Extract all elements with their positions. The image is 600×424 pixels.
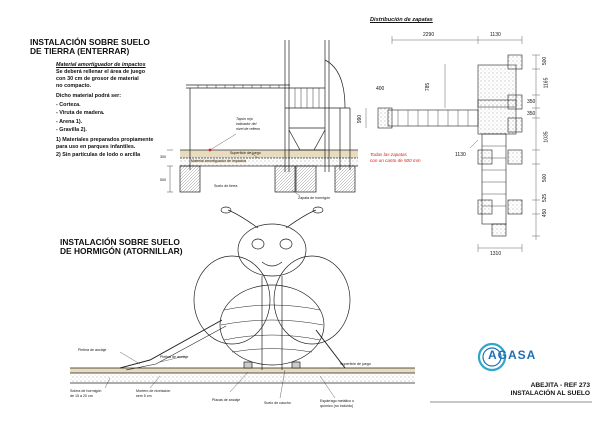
soil-title-line1: INSTALACIÓN SOBRE SUELO <box>30 37 150 47</box>
material-line-6: - Arena 1). <box>56 119 83 125</box>
label-zapata-hormigon: Zapata de hormigón <box>298 196 331 200</box>
dim-r350a: 350 <box>527 99 536 105</box>
footnote-2: 2) Sin partículas de lodo o arcilla <box>56 152 141 158</box>
footer-line1: ABEJITA - REF 273 <box>530 382 590 389</box>
dim-785: 785 <box>425 82 432 92</box>
label-tapon-1: Tapón rojo <box>236 117 253 121</box>
concrete-title-line1: INSTALACIÓN SOBRE SUELO <box>60 237 180 247</box>
material-line-4: - Corteza. <box>56 102 81 108</box>
label-pletina-1: Pletina de anclaje <box>78 348 107 352</box>
label-superficie-juego-2: Superficie de juego <box>340 362 371 366</box>
material-line-3: Dicho material podrá ser: <box>56 93 122 99</box>
dim-1310: 1310 <box>490 251 502 257</box>
dim-r525: 525 <box>542 193 549 203</box>
label-suelo-caucho: Suelo de caucho <box>264 401 291 405</box>
dim-2290: 2290 <box>423 32 435 38</box>
label-suelo-tierra: Suelo de tierra <box>214 184 238 188</box>
material-heading: Material amortiguador de impactos <box>56 62 146 68</box>
footing-note-1: Todas las zapatas <box>370 152 407 157</box>
footer-line2: INSTALACIÓN AL SUELO <box>510 389 590 397</box>
agasa-logo-mark <box>478 342 507 372</box>
dim-r500b: 500 <box>542 173 549 183</box>
agasa-logo: AGASA <box>478 335 544 379</box>
material-line-1: con 30 cm de grosor de material <box>56 76 139 82</box>
dim-400: 400 <box>376 86 385 92</box>
dim-990: 990 <box>357 114 364 124</box>
label-pletina-2: Pletina de anclaje <box>160 355 189 359</box>
footing-plan-title: Distribución de zapatas <box>370 17 433 23</box>
label-superficie-juego: Superficie de juego <box>230 151 261 155</box>
dim-r1035: 1035 <box>543 131 550 143</box>
label-solera-2: de 15 a 20 cm <box>70 394 93 398</box>
label-tapon-2: indicador del <box>236 122 257 126</box>
material-line-5: - Viruta de madera. <box>56 110 105 116</box>
material-line-2: no compacto. <box>56 83 92 89</box>
dim-r450: 450 <box>542 208 549 218</box>
title-block: ABEJITA - REF 273 INSTALACIÓN AL SUELO <box>430 382 590 397</box>
dim-r500a: 500 <box>542 56 549 66</box>
dim-r1165: 1165 <box>543 77 550 89</box>
footnote-0: 1) Materiales preparados propiamente <box>56 137 154 143</box>
footing-plan <box>365 36 540 252</box>
dim-r350b: 350 <box>527 111 536 117</box>
material-line-7: - Gravilla 2). <box>56 127 87 133</box>
label-solera-1: Solera de hormigón <box>70 389 102 393</box>
dim-300: 300 <box>160 155 166 159</box>
soil-installation-drawing <box>167 40 358 197</box>
dim-1130-top: 1130 <box>490 32 501 38</box>
dim-500: 500 <box>160 178 166 182</box>
footnote-1: para uso en parques infantiles. <box>56 144 136 150</box>
concrete-installation-drawing <box>70 206 415 399</box>
label-mortero-2: sem 5 cm <box>136 394 152 398</box>
label-material-amortiguador: Material amortiguador de impactos <box>191 159 247 163</box>
label-placas-anclaje: Placas de anclaje <box>212 398 241 402</box>
dim-1130-mid: 1130 <box>455 152 466 158</box>
label-tapon-3: nivel de relleno <box>236 127 261 131</box>
concrete-title-line2: DE HORMIGÓN (ATORNILLAR) <box>60 246 183 256</box>
label-esparrago-1: Espárrago metálico o <box>320 399 354 403</box>
label-mortero-1: Mortero de nivelación <box>136 389 171 393</box>
soil-title-line2: DE TIERRA (ENTERRAR) <box>30 46 130 56</box>
footing-note-2: con un canto de 500 mm <box>370 158 421 163</box>
material-line-0: Se deberá rellenar el área de juego <box>56 69 145 75</box>
logo-text: AGASA <box>488 348 537 362</box>
label-esparrago-2: químico (no incluido) <box>320 404 354 408</box>
